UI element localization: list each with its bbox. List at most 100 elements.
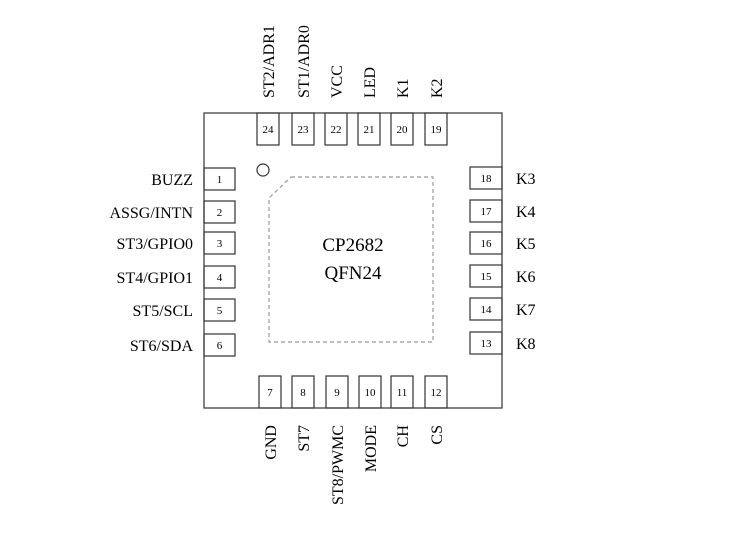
exposed-pad-outline [268,176,434,343]
pin-pad [324,112,348,146]
pin-16: 16 K5 [469,231,536,255]
pin-pad [358,375,382,409]
pin-label: ST3/GPIO0 [117,236,193,253]
pin-label: ST1/ADR0 [296,25,313,98]
pin-label: LED [362,67,379,98]
pin-label: K5 [516,236,536,253]
pin-label: CH [395,425,412,448]
pin-19: 19 K2 [424,78,448,146]
pin-17: 17 K4 [469,199,536,223]
pin-label: K4 [516,204,536,221]
pin-pad [258,375,282,409]
pin-number: 13 [481,338,493,350]
pin-label: K2 [429,78,446,98]
pin-label: K3 [516,171,536,188]
pin-number: 17 [481,206,493,218]
pin-pad [325,375,349,409]
pin-number: 14 [481,304,493,316]
pin-number: 7 [267,387,273,399]
pin-pad [390,375,414,409]
pin-number: 4 [217,272,223,284]
chip-part-number: CP2682 [322,235,383,256]
pin-label: ST8/PWMC [330,425,347,505]
pin-number: 9 [334,387,340,399]
pin-label: K1 [395,78,412,98]
pin-pad [291,112,315,146]
pin-pad [390,112,414,146]
pin-label: VCC [329,65,346,98]
pin-number: 16 [481,238,493,250]
pin-number: 19 [431,124,443,136]
pin-pad [357,112,381,146]
pin-label: ST5/SCL [133,303,193,320]
pin-label: K8 [516,336,536,353]
pin-label: MODE [363,425,380,472]
pin-pad [291,375,315,409]
pin-pad [424,112,448,146]
pin-number: 2 [217,207,223,219]
pin-number: 24 [263,124,275,136]
pin-pad [203,333,236,357]
pin-pad [203,167,236,191]
pin-label: ST4/GPIO1 [117,270,193,287]
pin-number: 5 [217,305,223,317]
pin-pad [469,199,503,223]
pin-number: 21 [364,124,375,136]
pin-label: ST6/SDA [130,338,194,355]
pin-number: 6 [217,340,223,352]
pin-number: 23 [298,124,310,136]
top-pin-group: 19 K2 20 K1 21 LED 22 VCC 23 ST1/ADR0 24 ST2/ADR1 [256,25,448,146]
pin-number: 12 [431,387,442,399]
pin-pad [469,264,503,288]
pin-label: CS [429,425,446,445]
pin-number: 1 [217,174,223,186]
pin-number: 10 [365,387,377,399]
pin-label: ST7 [296,425,313,452]
pin-pad [203,200,236,224]
pin-pad [203,265,236,289]
pin-pad [256,112,280,146]
pin-label: ST2/ADR1 [261,25,278,98]
pin-number: 3 [217,238,223,250]
pin-24: 24 ST2/ADR1 [256,25,280,146]
pin-22: 22 VCC [324,65,348,146]
pin-pad [203,231,236,255]
pin-number: 20 [397,124,409,136]
pin-6: 6 ST6/SDA [130,333,236,357]
pin-number: 22 [331,124,342,136]
pin-20: 20 K1 [390,78,414,146]
pin-13: 13 K8 [469,331,536,355]
pin1-indicator [256,163,270,177]
pin-pad [469,166,503,190]
pin-pad [203,298,236,322]
chip-package: QFN24 [324,263,382,284]
pin-pad [469,231,503,255]
pin-pad [469,297,503,321]
pin-number: 11 [397,387,408,399]
pin-pad [424,375,448,409]
pin-5: 5 ST5/SCL [133,298,236,322]
pin-label: ASSG/INTN [109,205,193,222]
pin-4: 4 ST4/GPIO1 [117,265,236,289]
pin-label: GND [263,425,280,460]
pin-3: 3 ST3/GPIO0 [117,231,236,255]
pin-21: 21 LED [357,67,381,146]
pin-number: 15 [481,271,493,283]
pin-pad [469,331,503,355]
pin-23: 23 ST1/ADR0 [291,25,315,146]
